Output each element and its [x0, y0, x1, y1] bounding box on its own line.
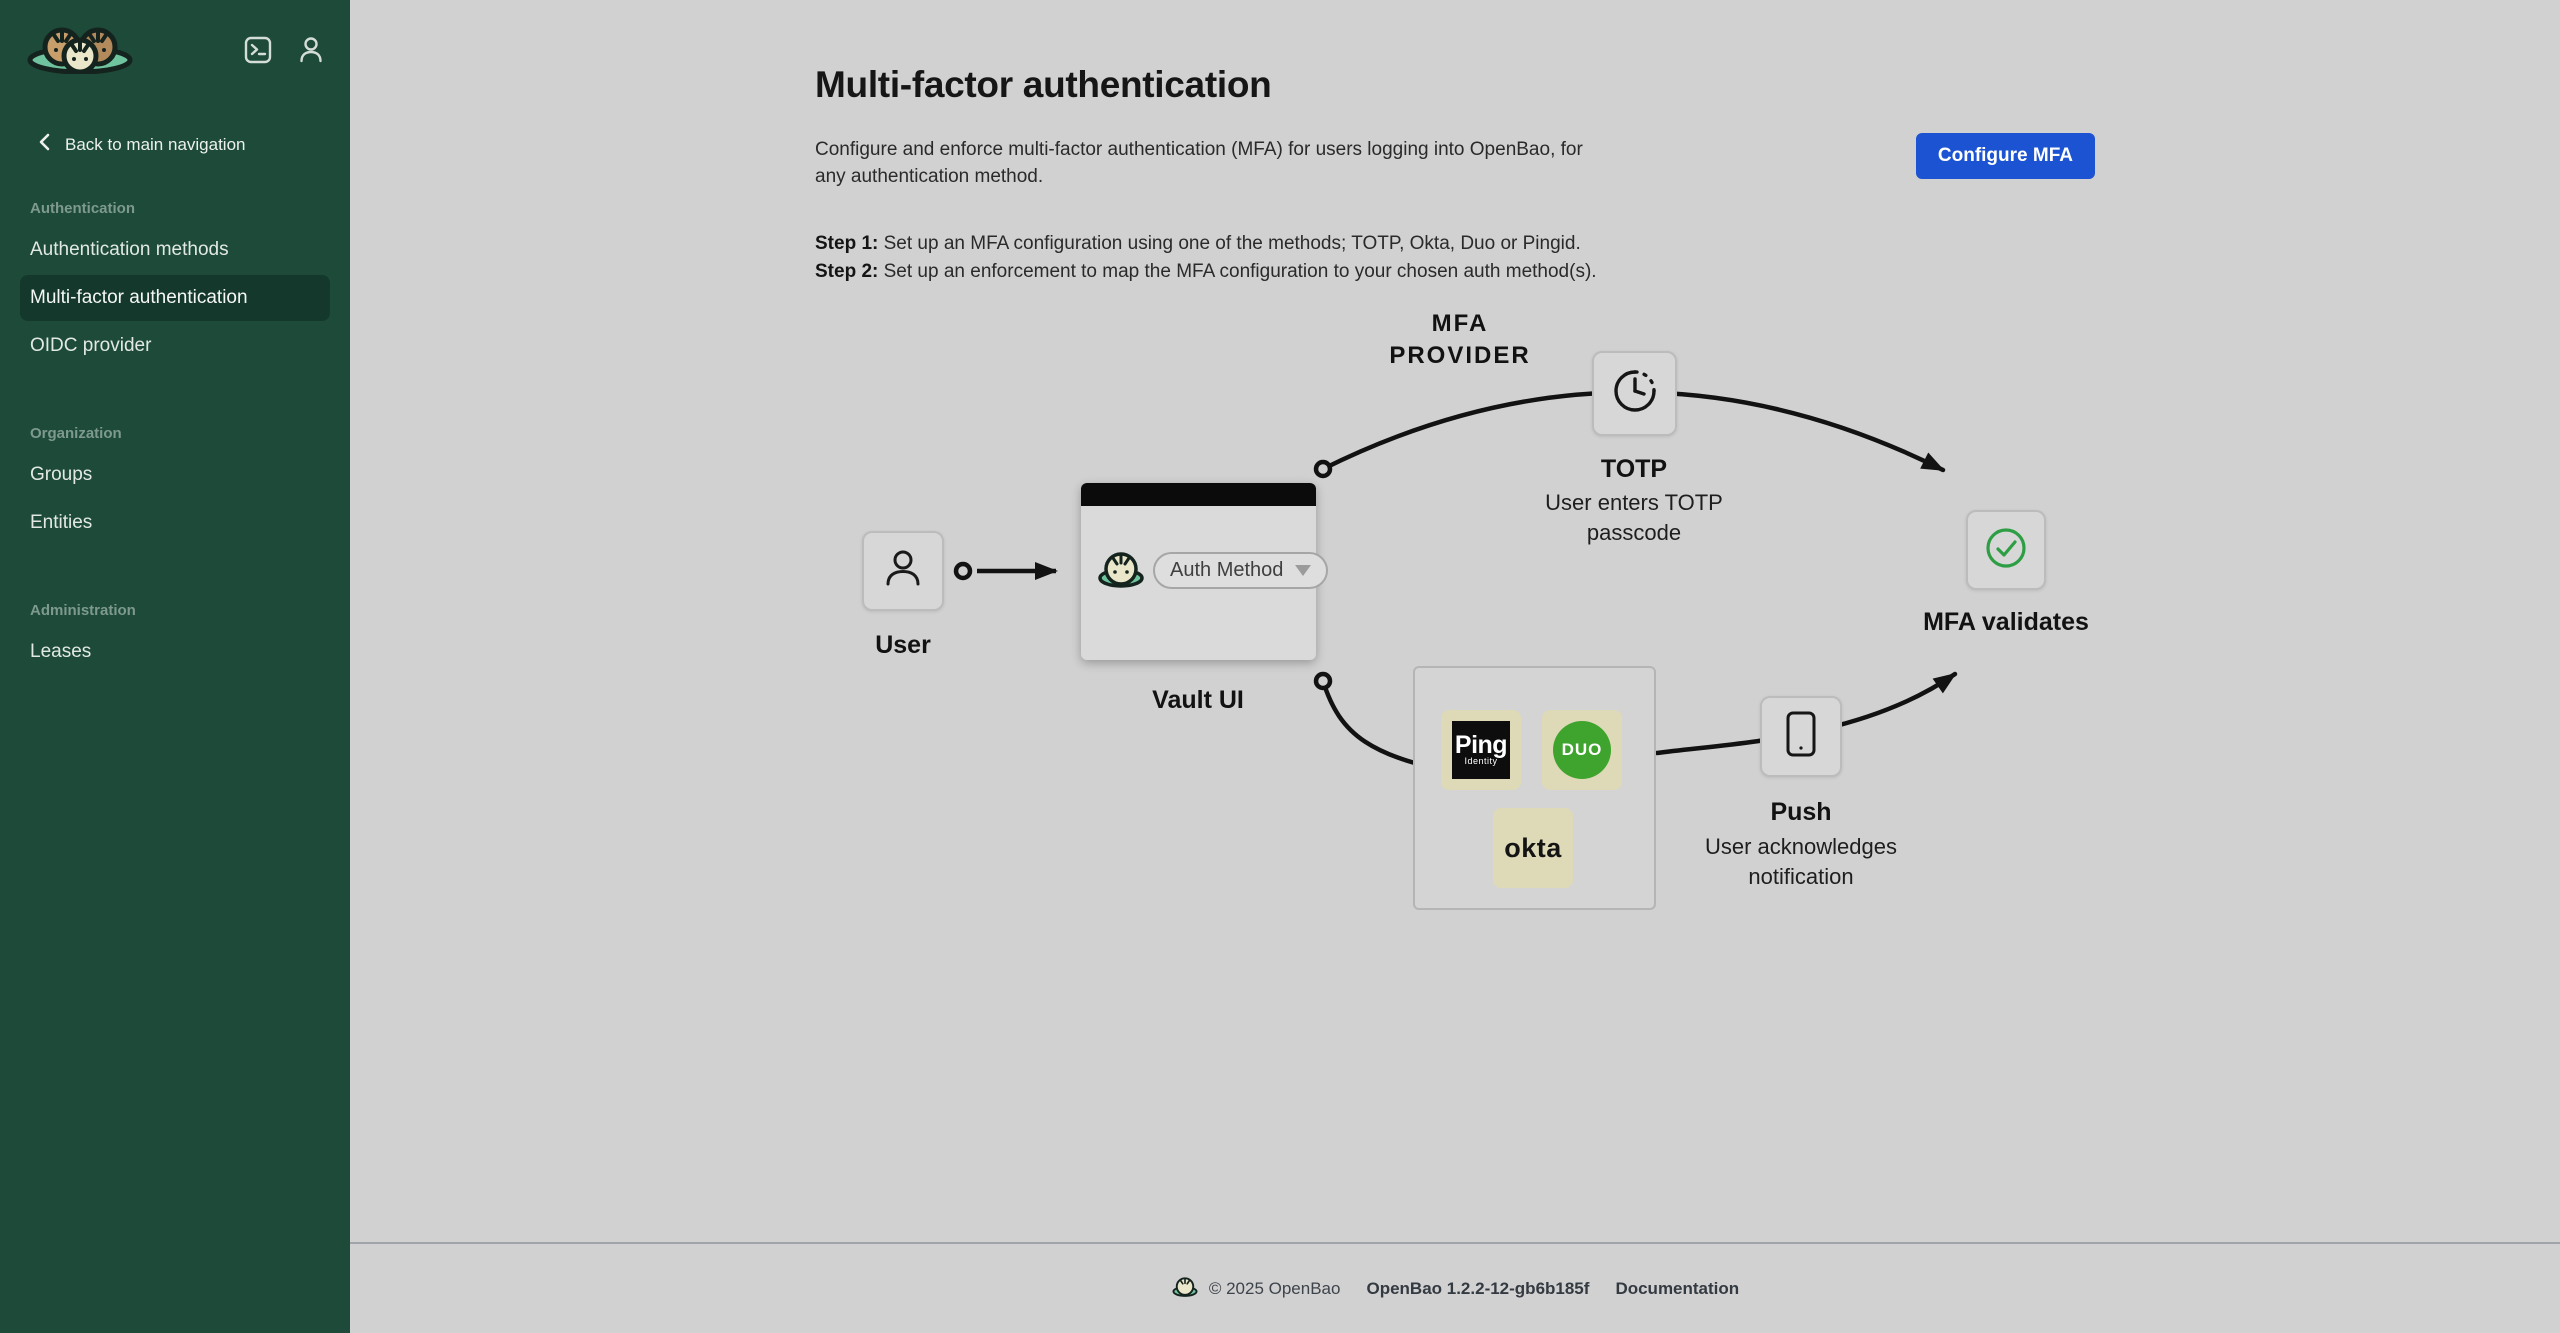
totp-label: TOTP	[1600, 455, 1668, 483]
push-description: User acknowledges notification	[1705, 834, 1897, 889]
step1-text: Set up an MFA configuration using one of…	[878, 233, 1581, 254]
sidebar-item-entities[interactable]: Entities	[30, 512, 93, 533]
auth-method-dropdown: Auth Method	[1153, 552, 1329, 589]
clock-icon	[1609, 365, 1661, 422]
openbao-logo	[24, 24, 136, 79]
sidebar-item-leases[interactable]: Leases	[30, 641, 92, 662]
check-circle-icon	[1983, 525, 2029, 576]
duo-tile: DUO	[1542, 710, 1622, 790]
user-node	[862, 531, 944, 611]
mfa-provider-node: Ping Identity DUO okta	[1413, 666, 1656, 910]
sidebar-nav: Authentication Authentication methods Mu…	[0, 200, 350, 675]
sidebar: Back to main navigation Authentication A…	[0, 0, 350, 1333]
smartphone-icon	[1784, 710, 1818, 763]
user-icon[interactable]	[298, 36, 324, 67]
duo-logo: DUO	[1553, 721, 1611, 779]
auth-method-label: Auth Method	[1170, 559, 1284, 581]
totp-description: User enters TOTP passcode	[1545, 490, 1723, 545]
vault-ui-node: Auth Method	[1081, 483, 1329, 660]
person-icon	[881, 546, 925, 597]
push-node	[1760, 696, 1842, 777]
mfa-flow-diagram: User Auth Method Vault UI	[860, 308, 2089, 920]
section-label-organization: Organization	[30, 425, 122, 442]
step2-label: Step 2:	[815, 261, 879, 282]
dropdown-caret-icon	[1295, 565, 1312, 576]
footer-copyright: © 2025 OpenBao	[1208, 1278, 1341, 1298]
vault-ui-titlebar	[1081, 483, 1316, 506]
vault-ui-label: Vault UI	[1152, 686, 1244, 714]
configure-mfa-button[interactable]: Configure MFA	[1915, 133, 2095, 179]
mfa-validates-node	[1966, 510, 2046, 590]
user-label: User	[875, 631, 931, 659]
steps-text: Step 1: Set up an MFA configuration usin…	[815, 230, 2095, 286]
page-description: Configure and enforce multi-factor authe…	[815, 139, 1583, 187]
footer: © 2025 OpenBao OpenBao 1.2.2-12-gb6b185f…	[350, 1242, 2560, 1333]
step1-label: Step 1:	[815, 233, 879, 254]
back-label: Back to main navigation	[65, 134, 246, 154]
openbao-bun-icon	[1097, 548, 1145, 593]
ping-identity-logo: Ping Identity	[1452, 721, 1510, 779]
section-label-administration: Administration	[30, 602, 136, 619]
step2-text: Set up an enforcement to map the MFA con…	[878, 261, 1597, 282]
footer-bun-icon	[1171, 1275, 1199, 1302]
back-to-main-navigation[interactable]: Back to main navigation	[38, 133, 350, 156]
footer-version: OpenBao 1.2.2-12-gb6b185f	[1366, 1278, 1590, 1298]
sidebar-item-oidc-provider[interactable]: OIDC provider	[30, 335, 152, 356]
totp-node	[1592, 351, 1677, 436]
chevron-left-icon	[38, 133, 52, 156]
terminal-icon[interactable]	[244, 36, 272, 67]
section-label-authentication: Authentication	[30, 200, 135, 217]
mfa-provider-label: MFA PROVIDER	[1377, 308, 1543, 372]
push-label: Push	[1770, 798, 1832, 826]
okta-tile: okta	[1493, 808, 1573, 888]
main-content: Multi-factor authentication Configure an…	[350, 0, 2560, 1333]
mfa-validates-label: MFA validates	[1923, 608, 2089, 636]
sidebar-item-multi-factor-authentication[interactable]: Multi-factor authentication	[20, 275, 330, 321]
ping-identity-tile: Ping Identity	[1441, 710, 1521, 790]
page-title: Multi-factor authentication	[815, 64, 1272, 105]
sidebar-item-groups[interactable]: Groups	[30, 464, 93, 485]
footer-documentation-link[interactable]: Documentation	[1615, 1278, 1740, 1298]
okta-logo: okta	[1504, 832, 1562, 863]
sidebar-item-authentication-methods[interactable]: Authentication methods	[30, 239, 229, 260]
